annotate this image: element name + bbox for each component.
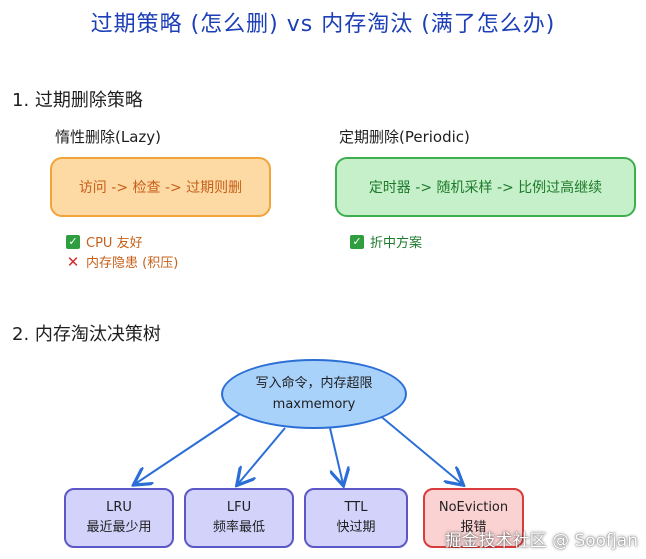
page-title: 过期策略 (怎么删) vs 内存淘汰 (满了怎么办) (90, 12, 556, 37)
arrow-icon (238, 427, 286, 484)
leaf-lfu: LFU 频率最低 (184, 488, 294, 548)
lazy-con-text: 内存隐患 (积压) (86, 256, 179, 271)
leaf-desc: 频率最低 (212, 520, 265, 535)
lazy-flow-box: 访问 -> 检查 -> 过期则删 (50, 157, 271, 217)
root-line2: maxmemory (272, 397, 356, 412)
section-2-heading: 2. 内存淘汰决策树 (12, 324, 161, 345)
lazy-label: 惰性删除(Lazy) (55, 128, 162, 146)
leaf-lru: LRU 最近最少用 (64, 488, 174, 548)
leaf-desc: 最近最少用 (86, 520, 152, 535)
root-node: 写入命令，内存超限 maxmemory (221, 359, 407, 429)
lazy-con: ✕ 内存隐患 (积压) (66, 252, 179, 271)
watermark: 掘金技术社区 @ Soofjan (444, 531, 638, 551)
lazy-pro: ✓ CPU 友好 (66, 232, 143, 251)
lazy-flow-text: 访问 -> 检查 -> 过期则删 (78, 180, 243, 196)
periodic-pro: ✓ 折中方案 (350, 232, 422, 251)
periodic-pro-text: 折中方案 (370, 236, 423, 251)
leaf-title: NoEviction (438, 500, 509, 515)
cross-icon: ✕ (66, 252, 80, 271)
leaf-title: TTL (344, 500, 368, 515)
periodic-flow-box: 定时器 -> 随机采样 -> 比例过高继续 (335, 157, 636, 217)
leaf-ttl: TTL 快过期 (304, 488, 408, 548)
leaf-title: LRU (106, 500, 132, 515)
leaf-noeviction: NoEviction 报错 (423, 488, 524, 548)
root-line1: 写入命令，内存超限 (255, 376, 373, 391)
leaf-desc: 快过期 (336, 520, 376, 535)
leaf-desc: 报错 (460, 520, 487, 535)
periodic-flow-text: 定时器 -> 随机采样 -> 比例过高继续 (368, 180, 603, 196)
leaf-title: LFU (226, 500, 252, 515)
periodic-label: 定期删除(Periodic) (339, 128, 470, 146)
check-icon: ✓ (66, 234, 80, 249)
lazy-pro-text: CPU 友好 (86, 236, 143, 251)
arrow-icon (329, 427, 343, 484)
arrow-icon (135, 413, 241, 484)
check-icon: ✓ (350, 234, 364, 249)
section-1-heading: 1. 过期删除策略 (12, 90, 143, 111)
arrow-icon (377, 413, 462, 484)
